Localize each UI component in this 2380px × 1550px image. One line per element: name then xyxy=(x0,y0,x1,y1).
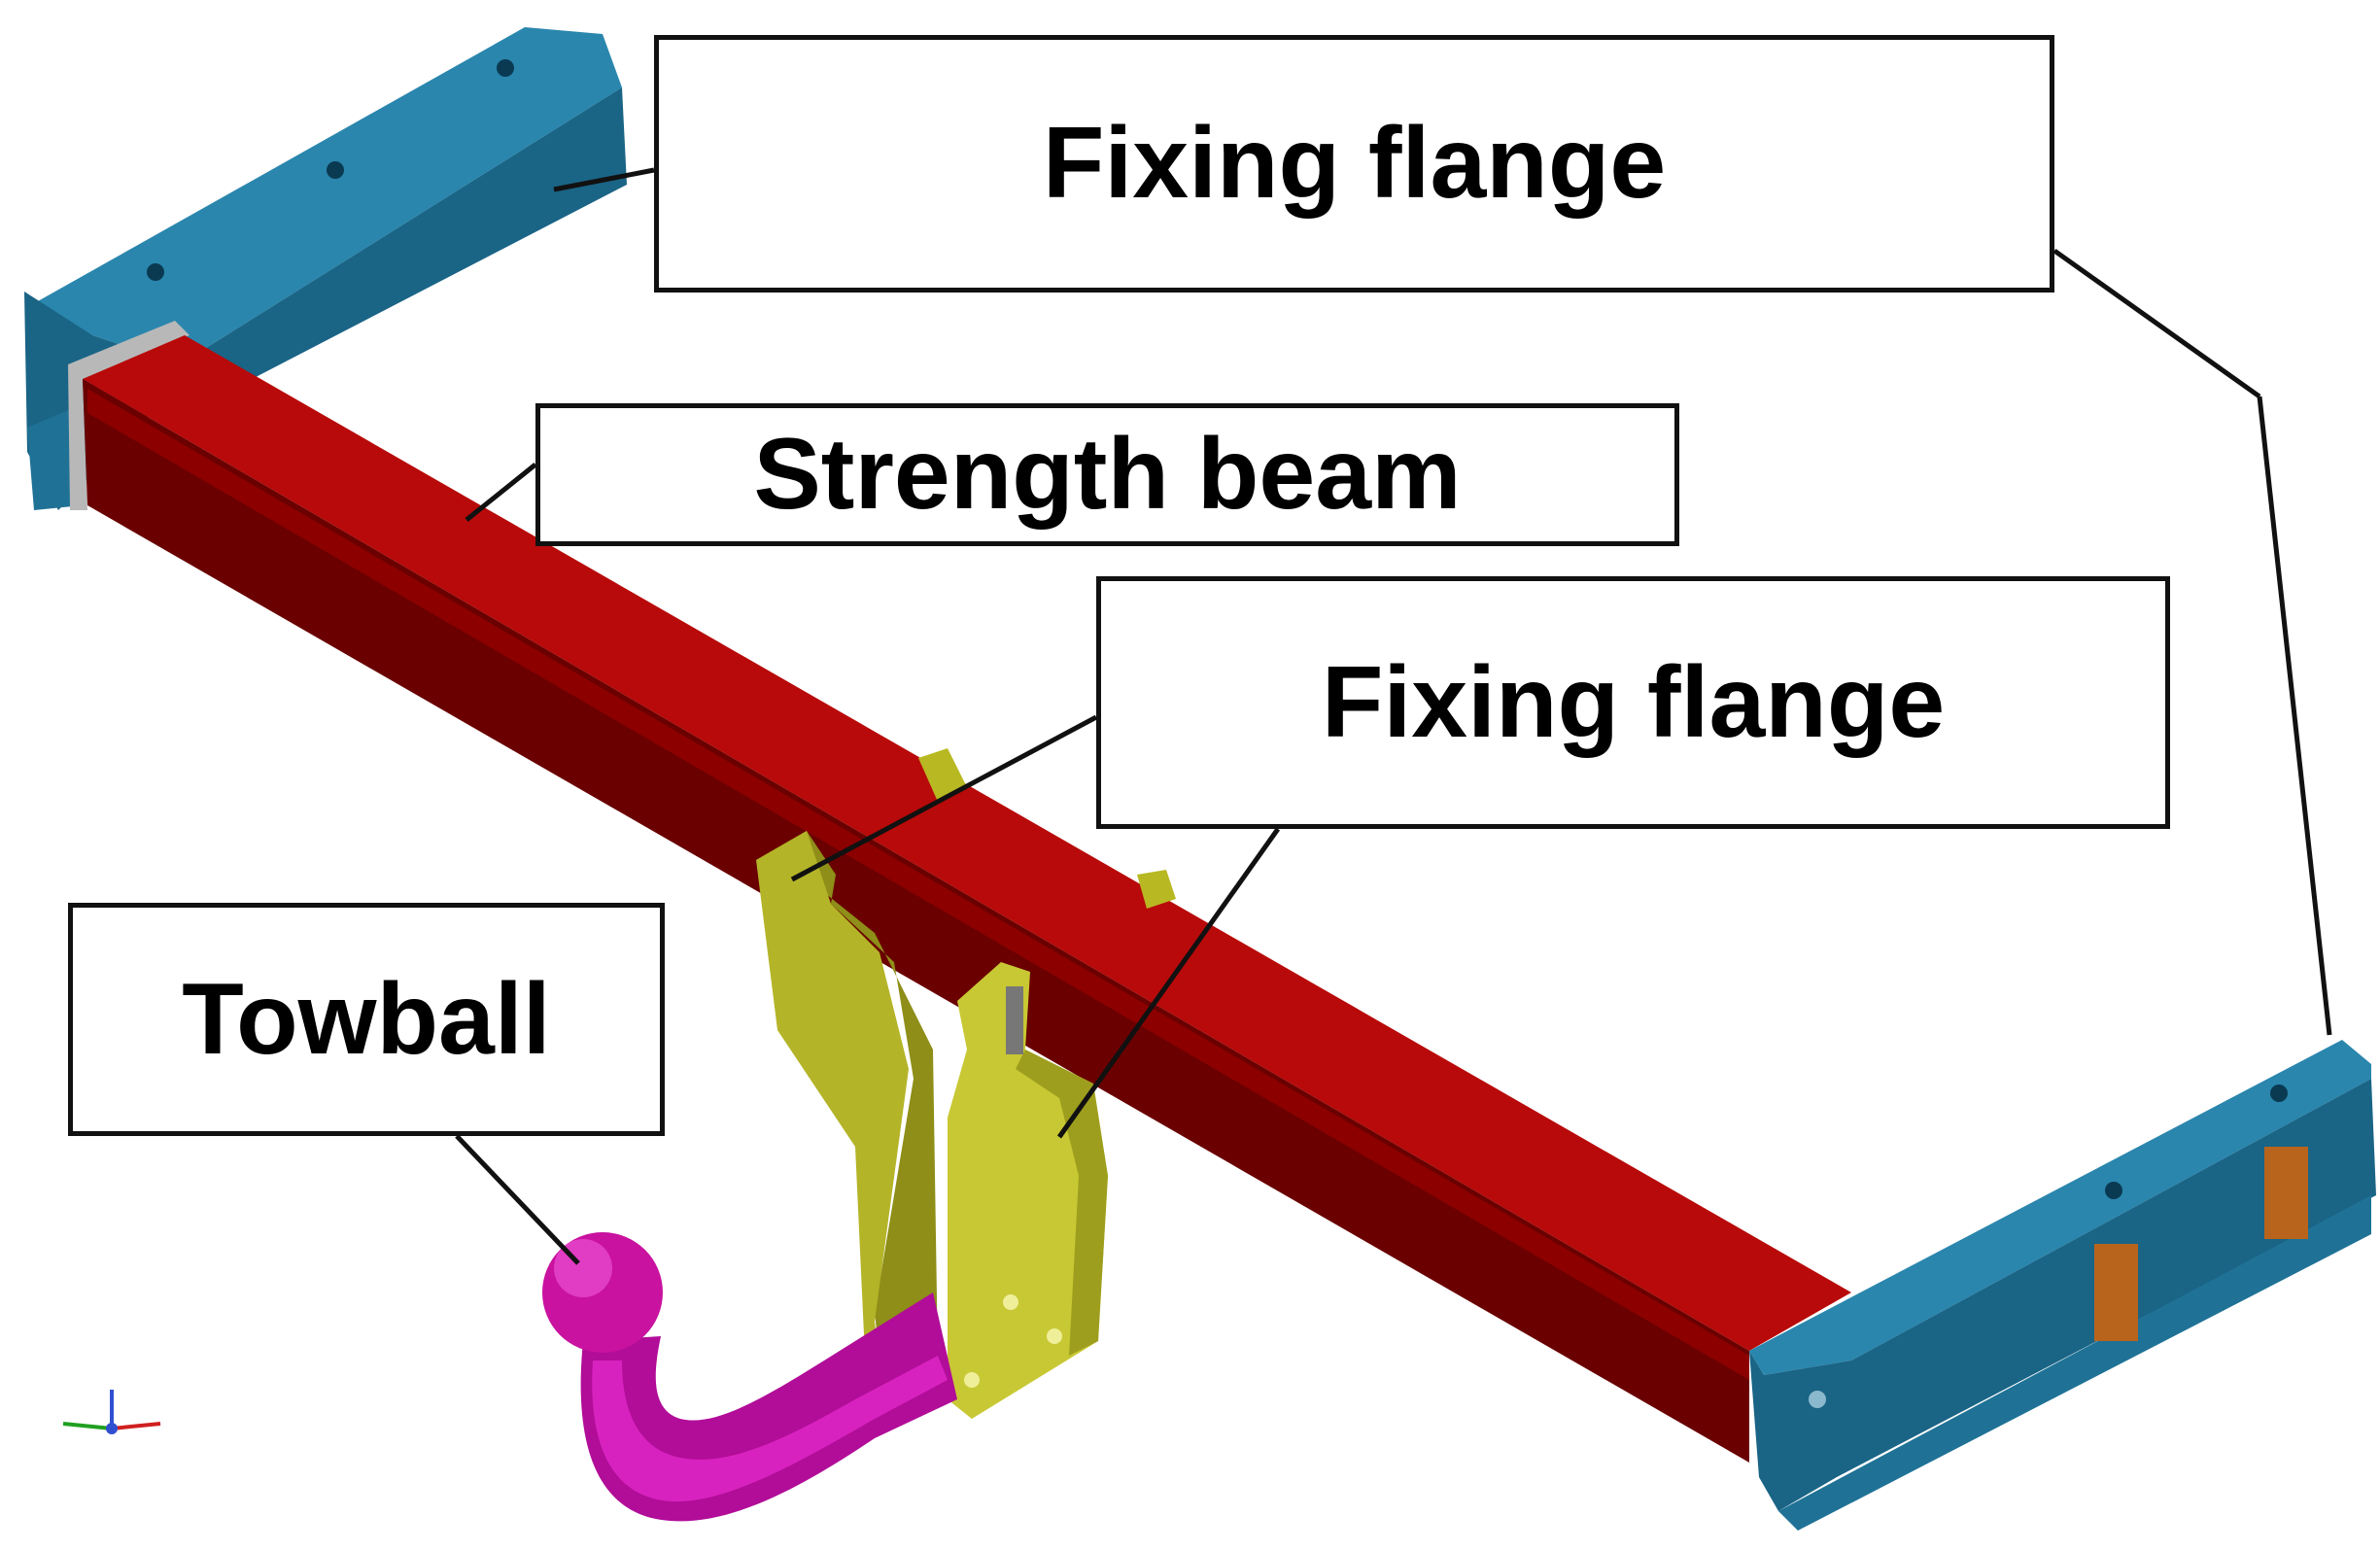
towball-neck-highlight xyxy=(592,1356,948,1502)
axis-triad-icon xyxy=(62,1390,161,1434)
bracket-bolt xyxy=(1003,1294,1018,1310)
right-fixing-flange xyxy=(1749,1040,2376,1531)
label-fixing-flange-mid: Fixing flange xyxy=(1096,576,2170,829)
right-flange-top-face xyxy=(1749,1040,2371,1375)
right-flange-hole xyxy=(2270,1085,2288,1102)
label-text: Fixing flange xyxy=(1042,107,1667,220)
label-text: Strength beam xyxy=(753,418,1462,531)
beam-highlight xyxy=(87,389,1749,1380)
leader-line-top-left xyxy=(553,167,655,192)
bracket-left-plate xyxy=(756,831,938,1361)
right-flange-front-face xyxy=(1749,1079,2376,1511)
left-flange-side-face xyxy=(24,87,627,510)
right-flange-lower-lip xyxy=(1778,1195,2371,1531)
label-fixing-flange-top: Fixing flange xyxy=(654,35,2054,293)
left-fixing-flange xyxy=(24,27,627,510)
left-flange-plate xyxy=(68,321,190,510)
right-flange-spacer xyxy=(2264,1147,2308,1239)
leader-line-beam xyxy=(465,463,537,522)
left-flange-top-face xyxy=(29,27,622,364)
left-flange-hole xyxy=(147,263,164,281)
right-flange-hole xyxy=(2105,1182,2122,1199)
bracket-bolt xyxy=(1047,1328,1062,1344)
right-flange-spacer xyxy=(2094,1244,2138,1341)
bracket-right-shade xyxy=(1016,1050,1108,1356)
bracket-back-tab xyxy=(1137,870,1176,909)
leader-line-towball xyxy=(455,1134,580,1265)
leader-lines xyxy=(455,167,2332,1265)
label-strength-beam: Strength beam xyxy=(535,403,1679,546)
label-text: Fixing flange xyxy=(1321,645,1946,759)
leader-line-mid-right xyxy=(1056,827,1281,1139)
bracket-left-face xyxy=(756,831,909,1361)
left-flange-lip xyxy=(27,408,83,510)
left-flange-hole xyxy=(497,59,514,77)
label-text: Towball xyxy=(182,962,551,1076)
label-towball: Towball xyxy=(68,903,665,1136)
leader-line-top-right xyxy=(2052,248,2261,399)
leader-line-mid-left xyxy=(790,714,1098,882)
bracket-back-tab xyxy=(918,748,967,802)
strength-beam-shape xyxy=(83,335,1851,1463)
beam-top-face xyxy=(83,335,1851,1351)
hook-bracket xyxy=(756,748,1176,1419)
bracket-slot xyxy=(1006,986,1023,1054)
right-flange-hole xyxy=(1809,1391,1826,1408)
leader-line-top-right-down xyxy=(2257,396,2332,1036)
bracket-bolt xyxy=(964,1372,980,1388)
left-flange-hole xyxy=(327,161,344,179)
